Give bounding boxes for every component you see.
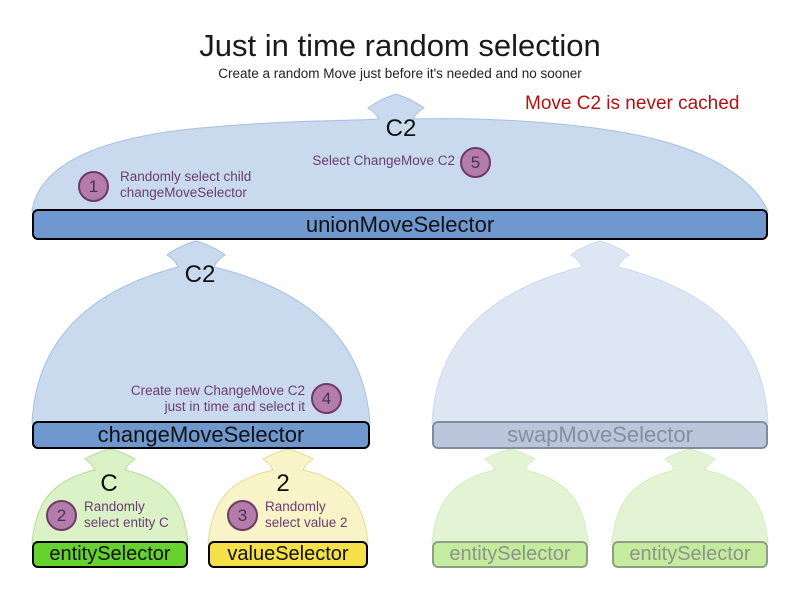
step-5-badge: 5 [460, 147, 491, 178]
step-3-label: Randomly select value 2 [265, 499, 348, 530]
step-3-line2: select value 2 [265, 514, 348, 530]
union-funnel-shape [31, 93, 769, 212]
step-3-badge: 3 [227, 500, 258, 531]
step-4-line1: Create new ChangeMove C2 [130, 383, 305, 398]
change-output-label: C2 [184, 261, 216, 288]
value-output-label: 2 [276, 470, 290, 497]
step-4-badge: 4 [311, 383, 342, 414]
step-2-label: Randomly select entity C [84, 499, 169, 530]
step-4-label: Create new ChangeMove C2 just in time an… [120, 383, 305, 414]
step-1-badge: 1 [78, 171, 109, 202]
entity-faded2-funnel-shape [611, 448, 769, 544]
step-5-line1: Select ChangeMove C2 [312, 153, 455, 168]
value-selector-bar: valueSelector [208, 541, 368, 568]
entity-selector-faded2-bar: entitySelector [612, 541, 768, 568]
step-2-line1: Randomly [84, 499, 145, 514]
step-5-label: Select ChangeMove C2 [300, 153, 455, 169]
step-3-line1: Randomly [265, 499, 326, 514]
page-title: Just in time random selection [199, 28, 601, 63]
page-subtitle: Create a random Move just before it's ne… [218, 66, 582, 81]
entity-selector-bar: entitySelector [32, 541, 188, 568]
step-1-line1: Randomly select child [120, 169, 252, 184]
swap-funnel-shape [431, 240, 769, 424]
entity-selector-faded1-bar: entitySelector [432, 541, 588, 568]
step-4-line2: just in time and select it [164, 398, 305, 414]
union-move-selector-bar: unionMoveSelector [32, 209, 768, 240]
entity-faded1-funnel-shape [431, 448, 589, 544]
entity-output-label: C [100, 470, 118, 497]
step-2-badge: 2 [46, 500, 77, 531]
note-text: Move C2 is never cached [525, 93, 740, 114]
union-output-label: C2 [385, 115, 417, 142]
change-move-selector-bar: changeMoveSelector [32, 421, 370, 449]
step-1-line2: changeMoveSelector [120, 184, 247, 200]
step-2-line2: select entity C [84, 514, 169, 530]
change-funnel-shape [31, 240, 371, 424]
step-1-label: Randomly select child changeMoveSelector [120, 169, 251, 200]
swap-move-selector-bar: swapMoveSelector [432, 421, 768, 449]
